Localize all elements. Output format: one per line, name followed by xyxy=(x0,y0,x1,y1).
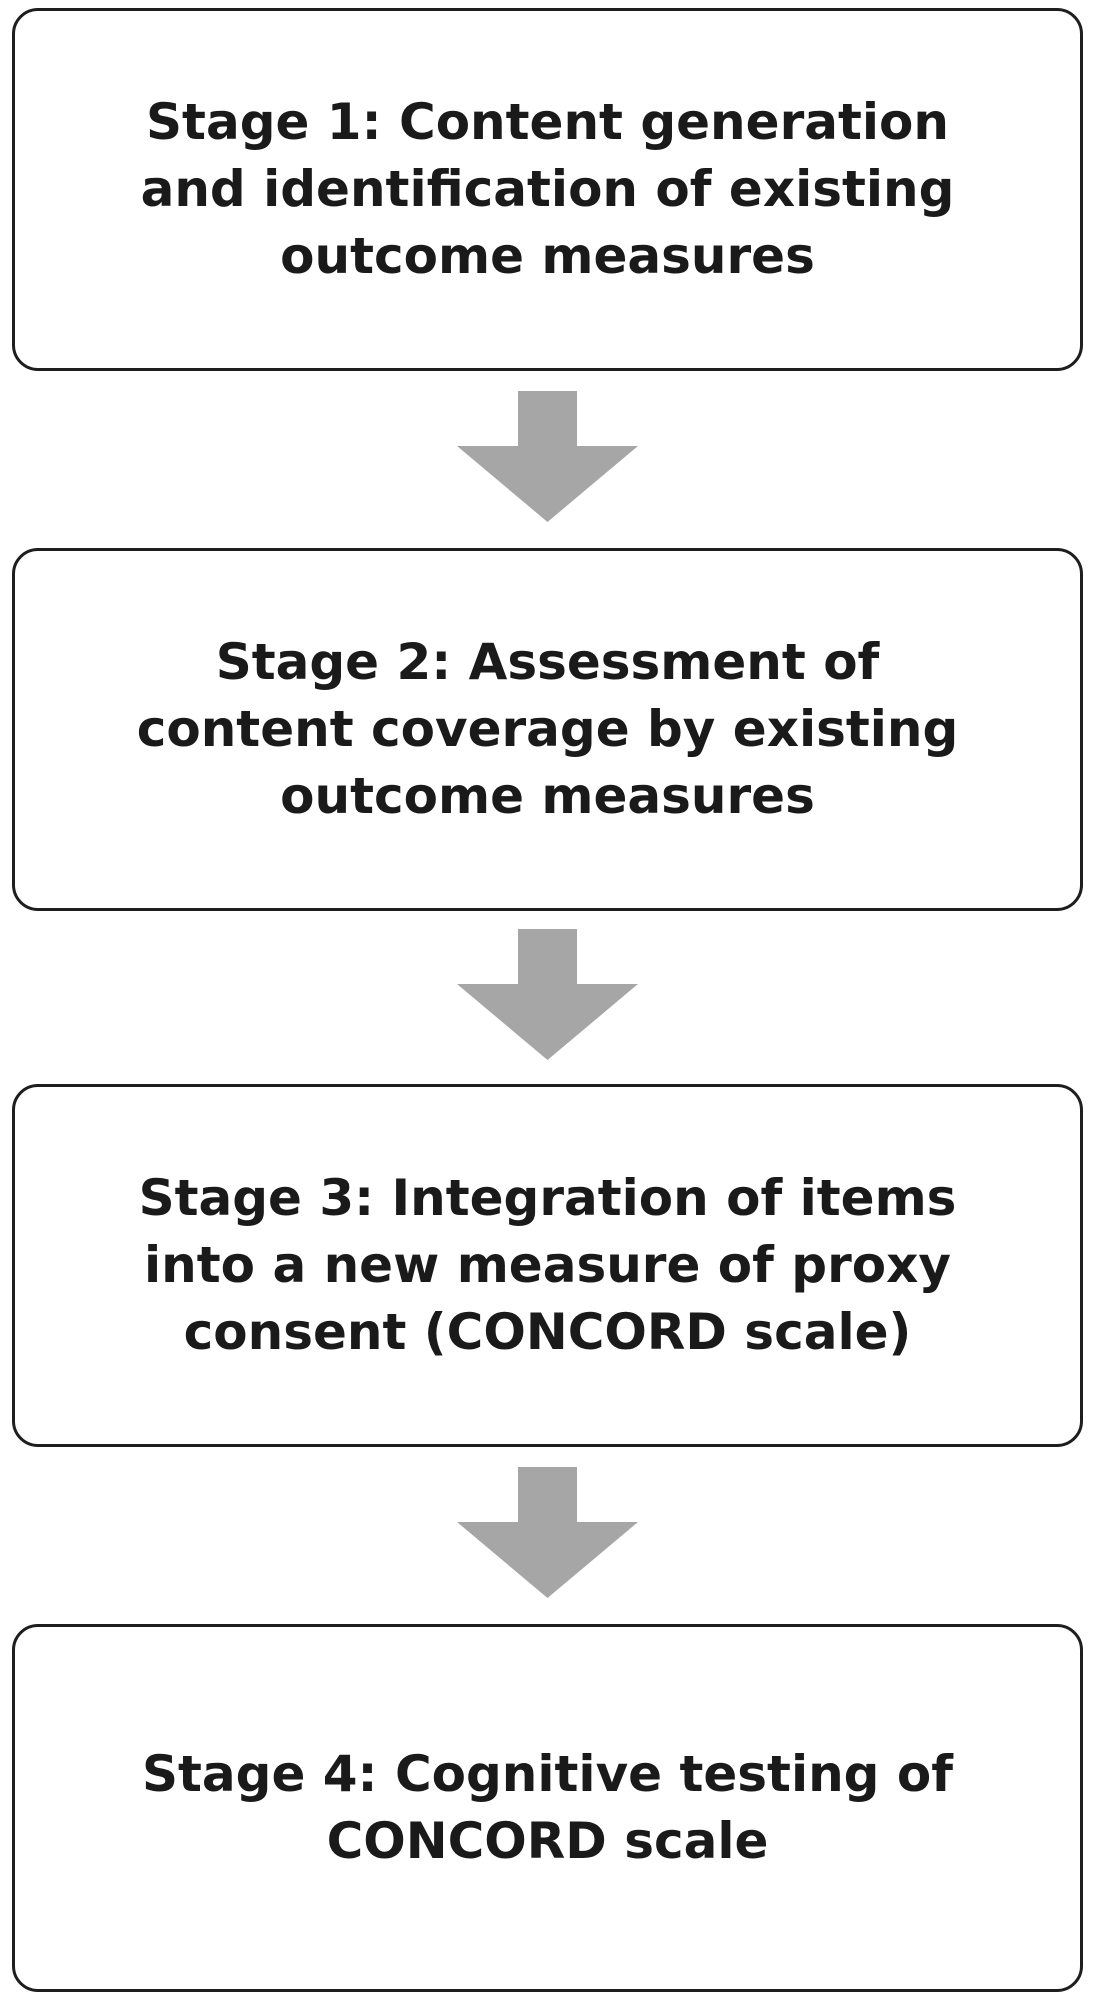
stage-1-line-1: Stage 1: Content generation xyxy=(146,93,949,151)
stage-3-line-1: Stage 3: Integration of items xyxy=(138,1169,957,1227)
stage-4-box: Stage 4: Cognitive testing of CONCORD sc… xyxy=(12,1624,1083,1992)
stage-2-text: Stage 2: Assessment of content coverage … xyxy=(107,629,989,830)
stage-3-line-2: into a new measure of proxy xyxy=(144,1236,951,1294)
stage-1-line-2: and identification of existing xyxy=(140,160,955,218)
stage-2-line-1: Stage 2: Assessment of xyxy=(215,633,880,691)
stage-4-text: Stage 4: Cognitive testing of CONCORD sc… xyxy=(112,1741,983,1875)
stage-1-line-3: outcome measures xyxy=(280,227,815,285)
stage-2-line-3: outcome measures xyxy=(280,767,815,825)
stage-2-box: Stage 2: Assessment of content coverage … xyxy=(12,548,1083,911)
stage-1-text: Stage 1: Content generation and identifi… xyxy=(111,89,985,290)
stage-3-box: Stage 3: Integration of items into a new… xyxy=(12,1084,1083,1447)
stage-3-line-3: consent (CONCORD scale) xyxy=(183,1303,912,1361)
down-arrow-icon xyxy=(457,391,638,522)
stage-3-text: Stage 3: Integration of items into a new… xyxy=(109,1165,987,1366)
stage-4-line-1: Stage 4: Cognitive testing of xyxy=(142,1745,953,1803)
down-arrow-icon xyxy=(457,929,638,1060)
stage-2-line-2: content coverage by existing xyxy=(136,700,959,758)
down-arrow-icon xyxy=(457,1467,638,1598)
stage-1-box: Stage 1: Content generation and identifi… xyxy=(12,8,1083,371)
stage-4-line-2: CONCORD scale xyxy=(326,1812,769,1870)
